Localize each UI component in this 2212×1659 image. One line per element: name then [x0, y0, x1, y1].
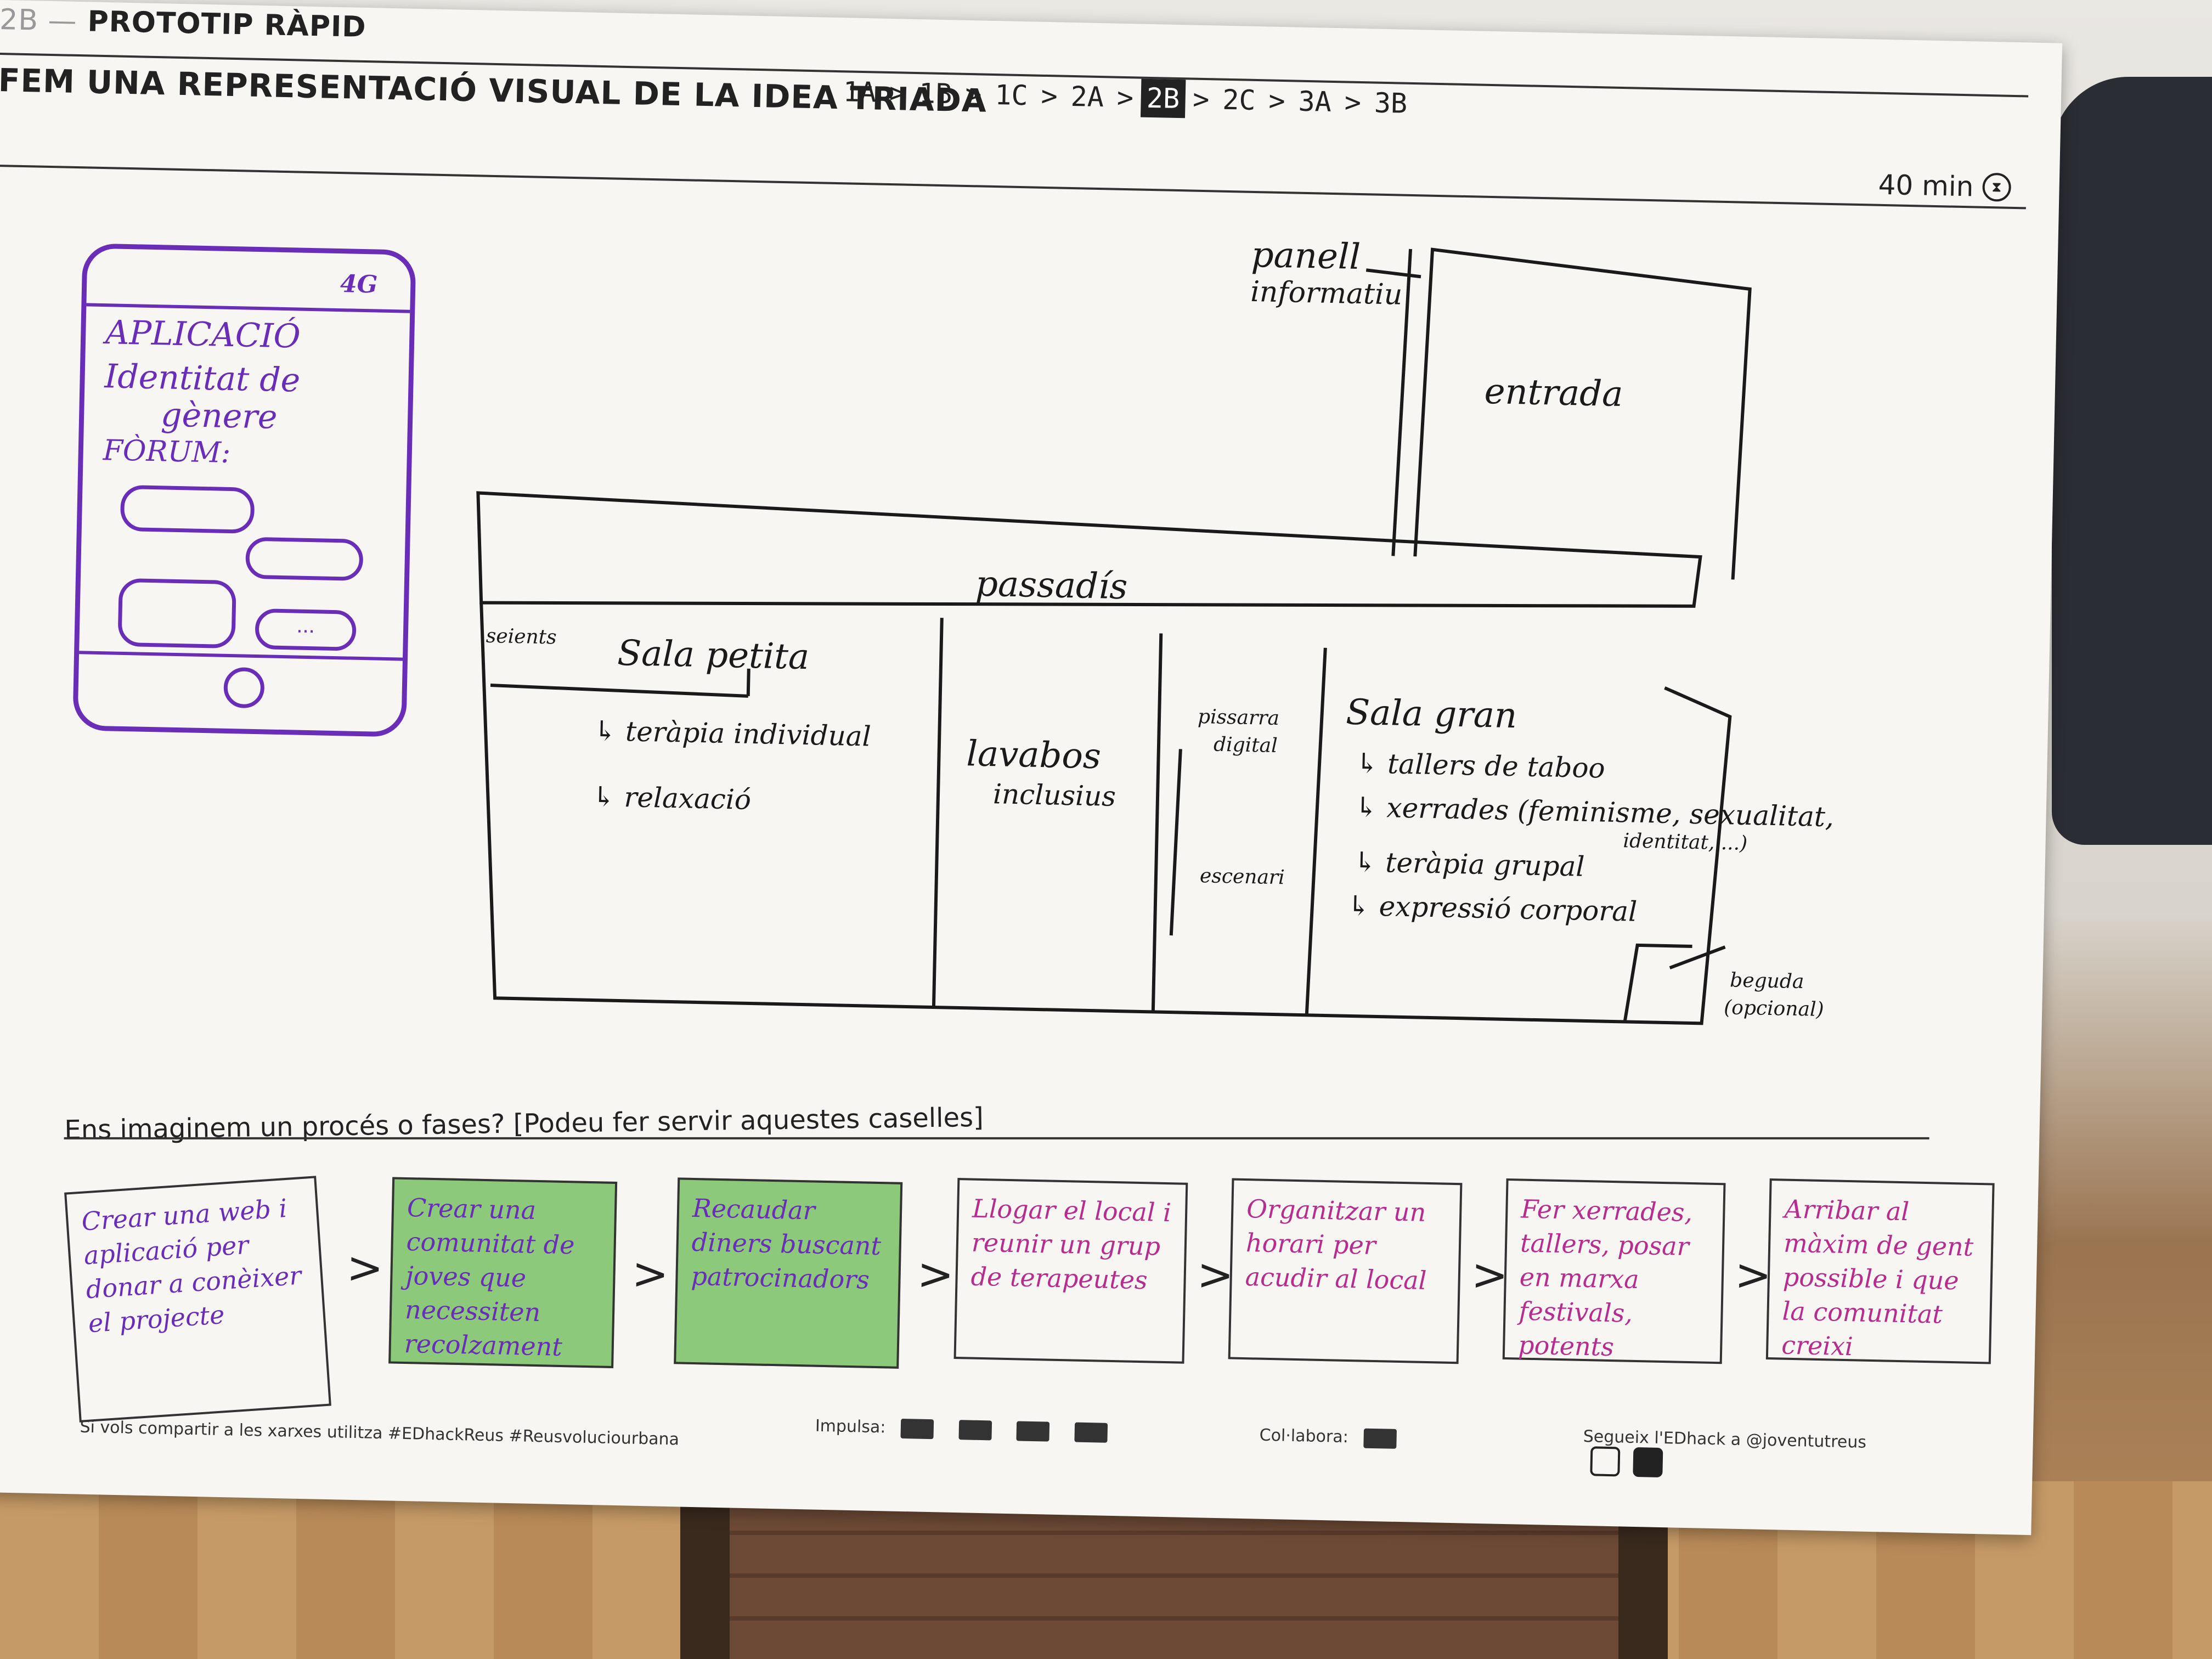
- entrance-label: entrada: [1483, 371, 1624, 415]
- toilets-label-2: inclusius: [992, 778, 1116, 812]
- process-card-6: Fer xerrades, tallers, posar en marxa fe…: [1502, 1178, 1726, 1364]
- wall-stage: [1305, 647, 1327, 1015]
- process-arrow: >: [916, 1248, 955, 1300]
- corridor-outline: [476, 491, 1702, 608]
- toilets-label-1: lavabos: [966, 733, 1102, 777]
- process-card-5: Organitzar un horari per acudir al local: [1228, 1178, 1463, 1364]
- big-room-item-1: ↳ tallers de taboo: [1355, 747, 1606, 785]
- sponsor-logo: [958, 1419, 992, 1440]
- drinks-label-2: (opcional): [1723, 996, 1824, 1022]
- sponsor-logo: [1016, 1420, 1050, 1442]
- process-rule: [64, 1137, 1929, 1139]
- drinks-label-1: beguda: [1729, 969, 1804, 994]
- drinks-pointer: [1669, 945, 1726, 969]
- collaborators: Col·labora:: [1259, 1426, 1406, 1449]
- drinks-box: [1623, 943, 1692, 1022]
- big-room-item-2-cont: identitat, ...): [1623, 830, 1748, 855]
- share-hashtags: Si vols compartir a les xarxes utilitza …: [80, 1417, 680, 1449]
- info-panel-label: panell informatiu: [1250, 235, 1404, 312]
- big-room-item-4: ↳ expressió corporal: [1347, 889, 1638, 928]
- sponsor-logo: [1074, 1422, 1108, 1443]
- process-arrow: >: [1470, 1249, 1509, 1301]
- wall-small-room: [932, 618, 944, 1008]
- person-silhouette: [2052, 77, 2212, 845]
- rooms-outline: [479, 602, 1732, 1025]
- twitter-icon: [1632, 1447, 1663, 1478]
- sponsors-label: Impulsa:: [815, 1416, 886, 1437]
- board-label-2: digital: [1213, 733, 1278, 758]
- process-card-3: Recaudar diners buscant patrocinadors: [674, 1177, 903, 1369]
- process-card-1: Crear una web i aplicació per donar a co…: [64, 1176, 331, 1423]
- process-card-2: Crear una comunitat de joves que necessi…: [388, 1177, 618, 1368]
- seating-line: [490, 683, 748, 698]
- small-room-title: Sala petita: [617, 633, 810, 678]
- process-arrow: >: [1734, 1249, 1773, 1301]
- entrance-outline: [1413, 247, 1752, 580]
- info-panel-label-1: panell: [1250, 234, 1361, 278]
- small-room-item-2: ↳ relaxació: [592, 780, 752, 816]
- sponsors: Impulsa:: [815, 1417, 1117, 1443]
- instagram-icon: [1590, 1446, 1621, 1477]
- collaborators-label: Col·labora:: [1259, 1425, 1349, 1447]
- big-room-title: Sala gran: [1345, 692, 1517, 737]
- process-card-4: Llogar el local i reunir un grup de tera…: [953, 1178, 1188, 1364]
- board-line: [1169, 749, 1182, 936]
- process-card-7: Arribar al màxim de gent possible i que …: [1765, 1178, 1995, 1364]
- info-panel-line: [1391, 249, 1413, 556]
- worksheet-poster: 2B — PROTOTIP RÀPID FEM UNA REPRESENTACI…: [0, 0, 2063, 1536]
- collaborator-logo: [1363, 1428, 1397, 1449]
- follow-us: Segueix l'EDhack a @joventutreus: [1582, 1427, 1891, 1482]
- big-room-item-3: ↳ teràpia grupal: [1353, 846, 1585, 883]
- process-arrow: >: [346, 1242, 384, 1294]
- small-room-item-1: ↳ teràpia individual: [593, 714, 872, 753]
- corridor-label: passadís: [975, 563, 1128, 608]
- stage-label: escenari: [1199, 865, 1285, 889]
- process-arrow: >: [1196, 1249, 1234, 1301]
- wall-toilets: [1151, 633, 1163, 1012]
- seating-label: seients: [486, 624, 557, 649]
- board-label-1: pissarra: [1197, 706, 1280, 730]
- info-panel-pointer: [1365, 268, 1421, 279]
- seating-tick: [746, 668, 751, 696]
- process-arrow: >: [631, 1248, 669, 1300]
- info-panel-label-2: informatiu: [1250, 275, 1403, 312]
- sponsor-logo: [900, 1418, 934, 1439]
- floorplan-drawing: [476, 247, 1752, 1025]
